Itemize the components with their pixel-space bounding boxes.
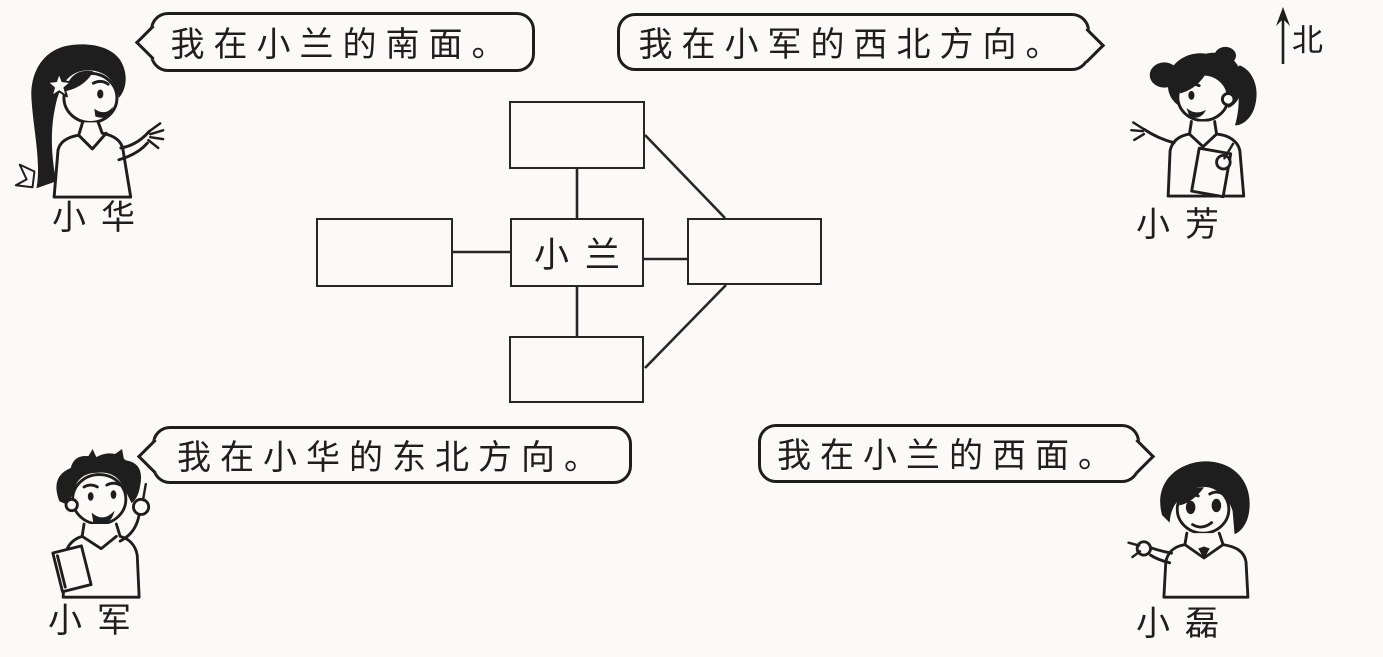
boy-pointing-icon [1127,461,1250,599]
north-label: 北 [1292,23,1323,58]
diagram-center-label: 小兰 [533,236,636,275]
girl-long-hair-icon [14,44,165,199]
bubble-text-xiaolei: 我在小兰的西面。 [777,438,1121,475]
diagram-box-east[interactable] [687,218,822,285]
speech-bubble-xiaojun: 我在小华的东北方向。 [136,426,632,484]
bubble-tail-right-icon [1069,27,1106,64]
character-label-xiaolei: 小磊 [1136,606,1234,643]
speech-bubble-xiaohua: 我在小兰的南面。 [134,12,535,72]
character-label-xiaofang: 小芳 [1136,207,1234,244]
boy-spiky-hair-icon [51,448,151,599]
bubble-text-xiaohua: 我在小兰的南面。 [170,26,515,64]
character-xiaohua-illustration [8,38,166,200]
character-label-xiaojun: 小军 [48,603,146,640]
diagram-box-south[interactable] [509,336,644,403]
diagram-box-north[interactable] [509,101,645,169]
bubble-text-xiaofang: 我在小军的西北方向。 [638,26,1069,64]
character-label-xiaohua: 小华 [52,200,150,237]
bubble-text-xiaojun: 我在小华的东北方向。 [177,439,607,477]
character-xiaolei-illustration [1124,452,1284,600]
girl-pigtails-icon [1130,46,1257,199]
character-xiaofang-illustration [1128,44,1280,199]
diagram-box-west[interactable] [316,218,453,287]
speech-bubble-xiaolei: 我在小兰的西面。 [758,424,1156,483]
diagram-box-center: 小兰 [510,218,644,287]
speech-bubble-xiaofang: 我在小军的西北方向。 [617,13,1106,71]
character-xiaojun-illustration [28,448,180,600]
